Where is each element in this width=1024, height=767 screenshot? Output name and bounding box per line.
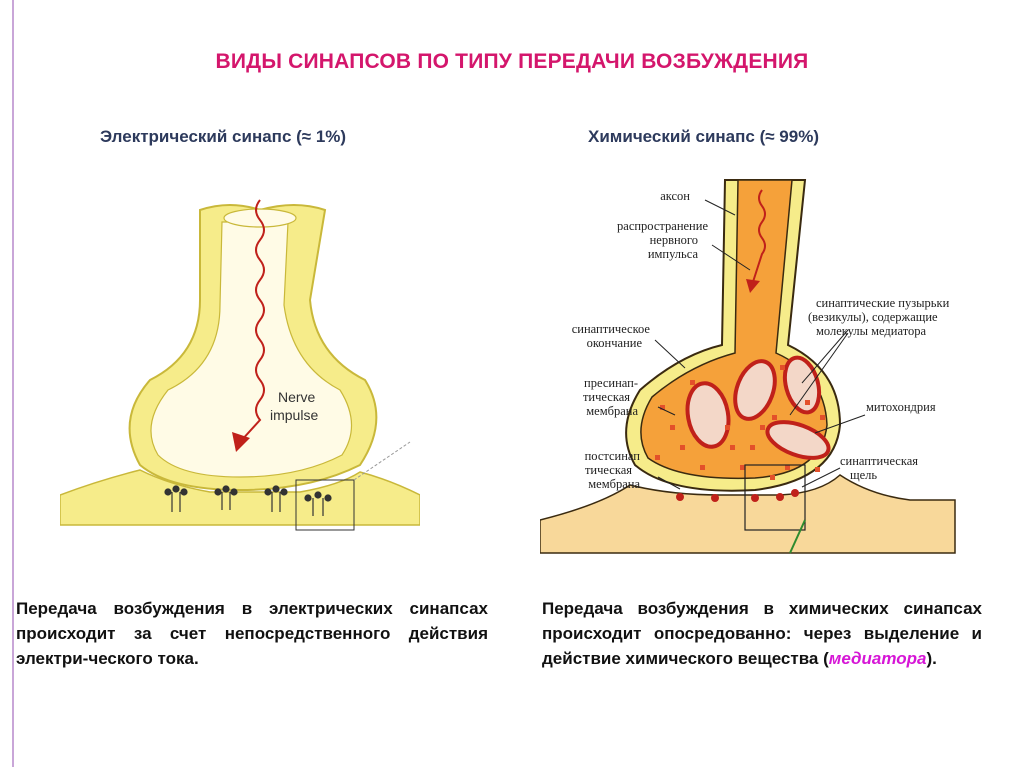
cleft-receptors [676, 489, 799, 502]
label-cleft-2: щель [850, 468, 877, 482]
label-postsyn-3: мембрана [588, 477, 640, 491]
label-presyn-3: мембрана [586, 404, 638, 418]
label-presyn-2: тическая [583, 390, 630, 404]
slide-left-border [0, 0, 14, 767]
label-mitochondria: митохондрия [866, 400, 936, 414]
electrical-postsynaptic-cell [60, 469, 420, 526]
gap-junction-channels [164, 485, 288, 512]
slide-title: ВИДЫ СИНАПСОВ ПО ТИПУ ПЕРЕДАЧИ ВОЗБУЖДЕН… [215, 50, 809, 73]
label-terminal-2: окончание [587, 336, 643, 350]
nerve-impulse-arrow [239, 199, 265, 443]
label-vesicles-2: (везикулы), содержащие [808, 310, 938, 324]
nerve-impulse-label-line1: Nerve [278, 389, 316, 405]
chemical-synapse-subtitle: Химический синапс (≈ 99%) [588, 127, 819, 146]
label-propagation-1: распространение [617, 219, 708, 233]
label-vesicles-3: молекулы медиатора [816, 324, 927, 338]
chemical-caption-end: ). [926, 649, 937, 668]
electrical-caption: Передача возбуждения в электрических син… [16, 599, 488, 668]
mediator-term: медиатора [828, 649, 927, 668]
nerve-impulse-label-line2: impulse [270, 407, 318, 423]
synaptic-vesicles [655, 365, 825, 480]
chemical-impulse-arrow [751, 189, 766, 286]
mitochondria [685, 355, 831, 460]
chemical-caption: Передача возбуждения в химических синапс… [542, 596, 982, 671]
label-presyn-1: пресинап- [584, 376, 638, 390]
nerve-impulse-arrowhead [232, 432, 250, 452]
cleft-magnification-box [744, 464, 806, 531]
electrical-terminal-lumen [150, 221, 353, 478]
label-propagation-2: нервного [650, 233, 698, 247]
label-postsyn-1: постсинап [585, 449, 641, 463]
electrical-synapse-diagram: Nerve impulse [60, 199, 420, 531]
label-cleft-1: синаптическая [840, 454, 918, 468]
label-postsyn-2: тическая [585, 463, 632, 477]
chemical-caption-main: Передача возбуждения в химических синапс… [542, 599, 982, 668]
label-terminal-1: синаптическое [572, 322, 651, 336]
label-vesicles-1: синаптические пузырьки [816, 296, 950, 310]
label-propagation-3: импульса [648, 247, 699, 261]
electrical-synapse-subtitle: Электрический синапс (≈ 1%) [100, 127, 347, 146]
label-axon: аксон [660, 189, 690, 203]
chemical-synapse-diagram: аксон распространение нервного импульса … [540, 179, 956, 554]
magnification-box [295, 479, 355, 531]
